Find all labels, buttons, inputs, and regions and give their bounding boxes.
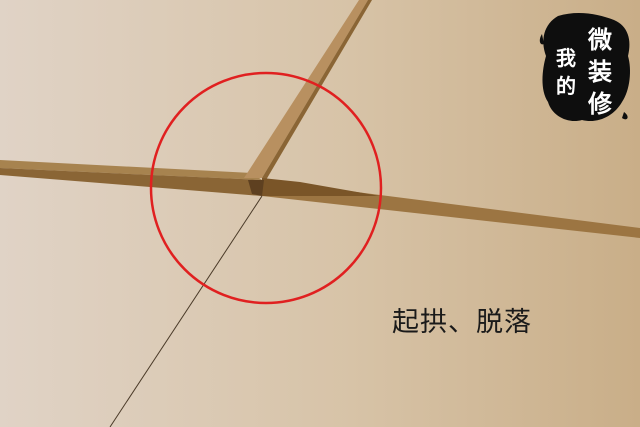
raised-board-side [262,0,372,180]
left-floor-board-edge [0,168,262,196]
brand-logo: 微 装 修 我 的 [538,10,632,125]
raised-board-top [244,0,368,178]
right-floor-board-shadow [262,178,380,196]
highlight-circle [149,71,383,305]
logo-char-2: 装 [588,57,612,86]
caption-text: 起拱、脱落 [392,307,532,338]
ink-splash-shape [539,13,630,122]
logo-char-5: 的 [556,74,576,98]
logo-char-3: 修 [588,89,612,118]
logo-char-1: 微 [588,25,612,54]
joint-shadow [248,180,264,196]
left-floor-board-top [0,160,262,180]
floor-seam-line [109,195,263,427]
logo-char-4: 我 [556,46,576,70]
